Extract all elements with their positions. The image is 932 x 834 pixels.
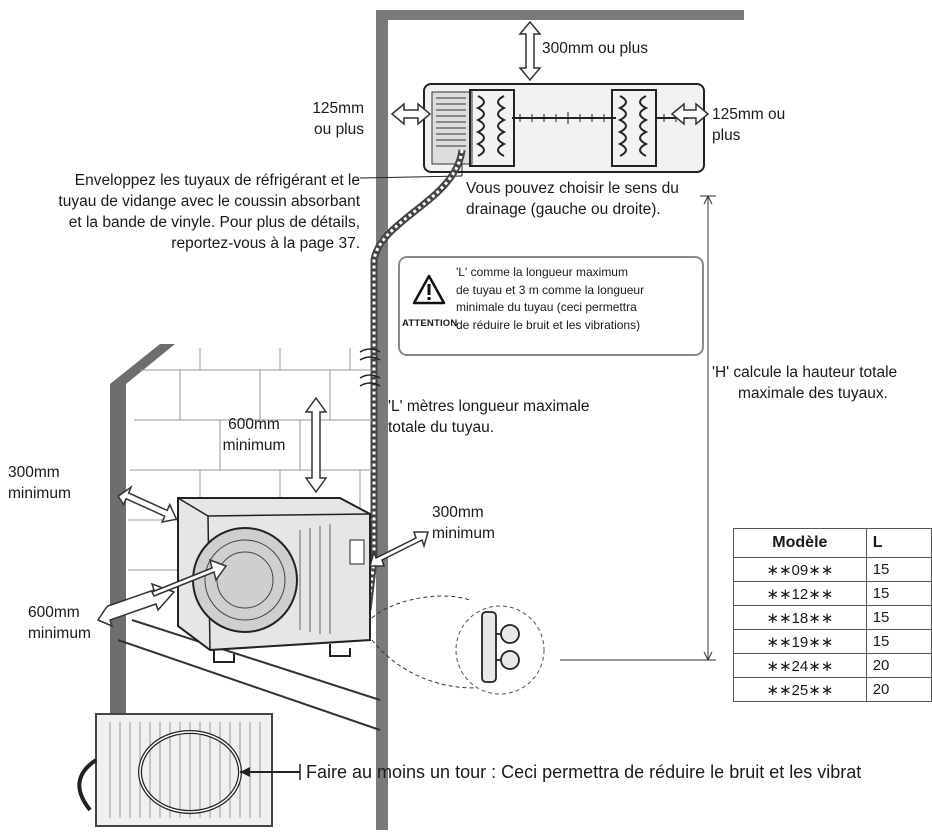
height-dimension <box>560 194 716 662</box>
left-clearance-line-1: 125mm <box>312 100 364 117</box>
coil-detail <box>77 713 301 827</box>
length-note-line-2: totale du tuyau. <box>388 419 494 436</box>
outdoor-left-top-clearance: 300mm minimum <box>8 462 71 504</box>
left-clearance-line-2: ou plus <box>314 121 364 138</box>
outdoor-left-top-line-1: 300mm <box>8 464 60 481</box>
attention-text: 'L' comme la longueur maximum de tuyau e… <box>456 264 644 334</box>
cell-length: 15 <box>865 629 932 654</box>
outdoor-top-clearance: 600mm minimum <box>204 414 304 456</box>
cell-model: ∗∗12∗∗ <box>733 581 867 606</box>
cell-model: ∗∗18∗∗ <box>733 605 867 630</box>
attention-box: ATTENTION 'L' comme la longueur maximum … <box>398 256 704 356</box>
header-model: Modèle <box>733 528 867 558</box>
table-row: ∗∗19∗∗15 <box>733 629 932 654</box>
table-row: ∗∗12∗∗15 <box>733 581 932 606</box>
table-row: ∗∗18∗∗15 <box>733 605 932 630</box>
cell-length: 15 <box>865 557 932 582</box>
wrap-pipes-line-1: Enveloppez les tuyaux de réfrigérant et … <box>74 172 360 189</box>
outdoor-top-line-2: minimum <box>222 437 286 454</box>
cell-model: ∗∗24∗∗ <box>733 653 867 678</box>
table-header-row: Modèle L <box>733 528 932 558</box>
right-clearance-line-1: 125mm ou <box>712 106 786 123</box>
top-clearance-label: 300mm ou plus <box>542 40 648 57</box>
outdoor-left-bottom-line-1: 600mm <box>28 604 80 621</box>
table-row: ∗∗24∗∗20 <box>733 653 932 678</box>
outdoor-right-clearance: 300mm minimum <box>432 502 495 544</box>
attention-line-2: de tuyau et 3 m comme la longueur <box>456 282 645 297</box>
outdoor-unit <box>177 497 371 663</box>
length-note-line-1: 'L' mètres longueur maximale <box>388 398 590 415</box>
cell-length: 15 <box>865 581 932 606</box>
height-note: 'H' calcule la hauteur totale maximale d… <box>712 362 932 404</box>
height-note-line-1: 'H' calcule la hauteur totale <box>712 364 898 381</box>
attention-line-1: 'L' comme la longueur maximum <box>456 265 628 279</box>
outdoor-top-line-1: 600mm <box>228 416 280 433</box>
attention-line-3: minimale du tuyau (ceci permettra <box>456 300 637 314</box>
table-row: ∗∗25∗∗20 <box>733 677 932 702</box>
cell-model: ∗∗19∗∗ <box>733 629 867 654</box>
outdoor-left-bottom-clearance: 600mm minimum <box>28 602 91 644</box>
clearance-arrows-outdoor <box>96 396 429 628</box>
outdoor-right-line-1: 300mm <box>432 504 484 521</box>
cell-length: 15 <box>865 605 932 630</box>
drain-direction-line-2: drainage (gauche ou droite). <box>466 201 661 218</box>
outdoor-right-line-2: minimum <box>432 525 495 542</box>
wrap-pipes-line-4: reportez-vous à la page 37. <box>171 235 360 252</box>
refrigerant-pipe <box>359 149 466 611</box>
drain-direction-note: Vous pouvez choisir le sens du drainage … <box>466 178 679 220</box>
cell-model: ∗∗25∗∗ <box>733 677 867 702</box>
warning-icon <box>412 274 446 305</box>
outdoor-left-bottom-line-2: minimum <box>28 625 91 642</box>
valve-detail <box>371 595 545 695</box>
left-clearance-label: 125mm ou plus <box>288 98 364 140</box>
clearance-arrows-indoor <box>390 20 710 126</box>
wrap-pipes-note: Enveloppez les tuyaux de réfrigérant et … <box>8 170 360 254</box>
cell-length: 20 <box>865 677 932 702</box>
wrap-pipes-line-2: tuyau de vidange avec le coussin absorba… <box>58 193 360 210</box>
right-clearance-label: 125mm ou plus <box>712 104 785 146</box>
drain-direction-line-1: Vous pouvez choisir le sens du <box>466 180 679 197</box>
cell-model: ∗∗09∗∗ <box>733 557 867 582</box>
attention-line-4: de réduire le bruit et les vibrations) <box>456 317 641 332</box>
length-note: 'L' mètres longueur maximale totale du t… <box>388 396 589 438</box>
loop-note: Faire au moins un tour : Ceci permettra … <box>306 762 862 782</box>
model-length-table: Modèle L ∗∗09∗∗15 ∗∗12∗∗15 ∗∗18∗∗15 ∗∗19… <box>733 528 932 702</box>
header-length: L <box>865 528 932 558</box>
attention-word: ATTENTION <box>402 318 458 329</box>
cell-length: 20 <box>865 653 932 678</box>
outdoor-left-top-line-2: minimum <box>8 485 71 502</box>
indoor-unit <box>423 83 705 173</box>
wrap-pipes-line-3: et la bande de vinyle. Pour plus de déta… <box>68 214 360 231</box>
table-row: ∗∗09∗∗15 <box>733 557 932 582</box>
height-note-line-2: maximale des tuyaux. <box>738 385 888 402</box>
right-clearance-line-2: plus <box>712 127 741 144</box>
